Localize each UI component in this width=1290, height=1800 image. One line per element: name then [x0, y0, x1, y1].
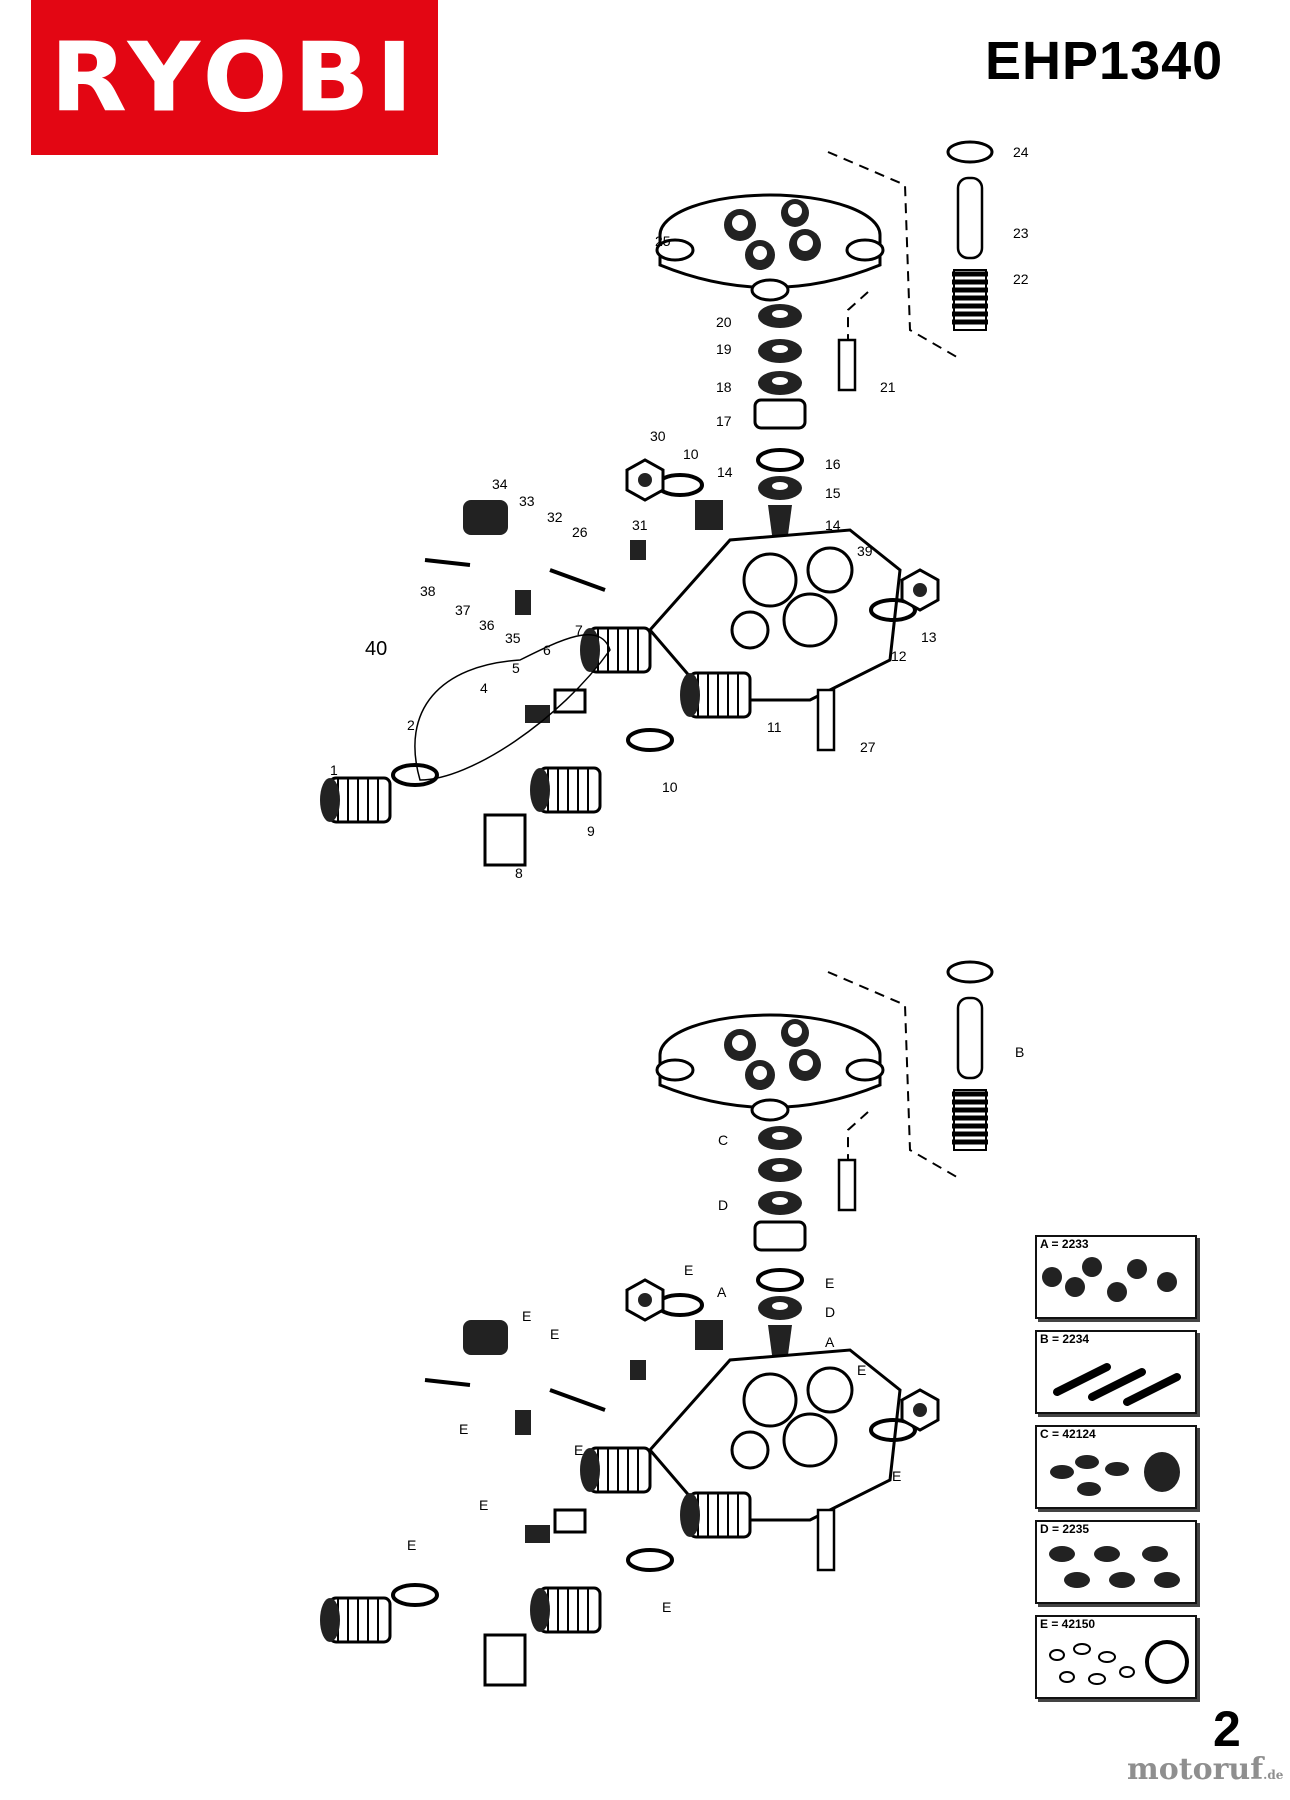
- callout-label: 9: [587, 823, 595, 839]
- callout-label: E: [892, 1468, 901, 1484]
- callout-label: E: [479, 1497, 488, 1513]
- callout-label: 34: [492, 476, 508, 492]
- callout-label: 35: [505, 630, 521, 646]
- callout-label: A: [717, 1284, 727, 1300]
- callout-label: 8: [515, 865, 523, 881]
- callout-label: E: [662, 1599, 671, 1615]
- repair-kit-e: E = 42150: [1035, 1615, 1197, 1699]
- kit-parts-icon: [1050, 1452, 1180, 1496]
- callout-label: 19: [716, 341, 732, 357]
- callout-label: 6: [543, 642, 551, 658]
- callout-label: 25: [655, 233, 671, 249]
- callout-label: E: [459, 1421, 468, 1437]
- callout-label: 17: [716, 413, 732, 429]
- bottom-callout-labels: B C D E D A E E A E E E E E E E E: [407, 1044, 1024, 1615]
- repair-kit-b: B = 2234: [1035, 1330, 1197, 1414]
- repair-kit-d: D = 2235: [1035, 1520, 1197, 1604]
- repair-kit-c: C = 42124: [1035, 1425, 1197, 1509]
- callout-label: 10: [662, 779, 678, 795]
- callout-label: 1: [330, 762, 338, 778]
- callout-label: C: [718, 1132, 728, 1148]
- callout-label: 37: [455, 602, 471, 618]
- callout-label: B: [1015, 1044, 1024, 1060]
- callout-label: 14: [825, 517, 841, 533]
- callout-label: E: [574, 1442, 583, 1458]
- callout-label: 12: [891, 648, 907, 664]
- callout-label: E: [825, 1275, 834, 1291]
- callout-label: 21: [880, 379, 896, 395]
- callout-label: 13: [921, 629, 937, 645]
- kit-code: E = 42150: [1040, 1617, 1096, 1631]
- callout-label: 24: [1013, 144, 1029, 160]
- callout-label: 40: [365, 638, 387, 660]
- kit-parts-icon: [1049, 1546, 1180, 1588]
- callout-label: 31: [632, 517, 648, 533]
- callout-label: 22: [1013, 271, 1029, 287]
- callout-label: 38: [420, 583, 436, 599]
- bottom-diagram: B C D E D A E E A E E E E E E E E: [318, 960, 1024, 1687]
- callout-label: 20: [716, 314, 732, 330]
- callout-label: 5: [512, 660, 520, 676]
- callout-label: A: [825, 1334, 835, 1350]
- callout-label: 33: [519, 493, 535, 509]
- callout-label: 32: [547, 509, 563, 525]
- watermark-main: motoruf: [1127, 1752, 1264, 1787]
- callout-label: D: [825, 1304, 835, 1320]
- kit-code: A = 2233: [1040, 1237, 1089, 1251]
- callout-label: 4: [480, 680, 488, 696]
- callout-label: 39: [857, 543, 873, 559]
- callout-label: 27: [860, 739, 876, 755]
- ryobi-logo: RYOBI: [31, 0, 438, 155]
- model-number: EHP1340: [985, 31, 1224, 91]
- callout-label: 30: [650, 428, 666, 444]
- callout-label: E: [522, 1308, 531, 1324]
- callout-label: 7: [575, 622, 583, 638]
- repair-kit-a: A = 2233: [1035, 1235, 1197, 1319]
- callout-label: 23: [1013, 225, 1029, 241]
- callout-label: 26: [572, 524, 588, 540]
- watermark-suffix: .de: [1263, 1768, 1284, 1782]
- callout-label: 18: [716, 379, 732, 395]
- callout-label: 36: [479, 617, 495, 633]
- page-number: 2: [1213, 1701, 1241, 1757]
- kit-parts-icon: [1053, 1363, 1181, 1406]
- top-callout-labels: 1 2 4 5 6 7 8 9 10 10 11 12 13 14 14 15 …: [330, 144, 1029, 881]
- kit-code: B = 2234: [1040, 1332, 1090, 1346]
- callout-label: 11: [767, 719, 782, 735]
- kit-parts-icon: [1042, 1257, 1177, 1302]
- callout-label: 15: [825, 485, 841, 501]
- top-diagram: 1 2 4 5 6 7 8 9 10 10 11 12 13 14 14 15 …: [318, 140, 1029, 881]
- callout-label: D: [718, 1197, 728, 1213]
- callout-label: 2: [407, 717, 415, 733]
- brand-name: RYOBI: [50, 21, 419, 134]
- kit-code: C = 42124: [1040, 1427, 1096, 1441]
- kit-parts-icon: [1049, 1640, 1189, 1685]
- watermark: motoruf.de: [1127, 1752, 1283, 1787]
- callout-label: E: [857, 1362, 866, 1378]
- kit-code: D = 2235: [1040, 1522, 1090, 1536]
- callout-label: E: [684, 1262, 693, 1278]
- callout-label: 14: [717, 464, 733, 480]
- callout-label: 16: [825, 456, 841, 472]
- callout-label: E: [407, 1537, 416, 1553]
- callout-label: E: [550, 1326, 559, 1342]
- callout-label: 10: [683, 446, 699, 462]
